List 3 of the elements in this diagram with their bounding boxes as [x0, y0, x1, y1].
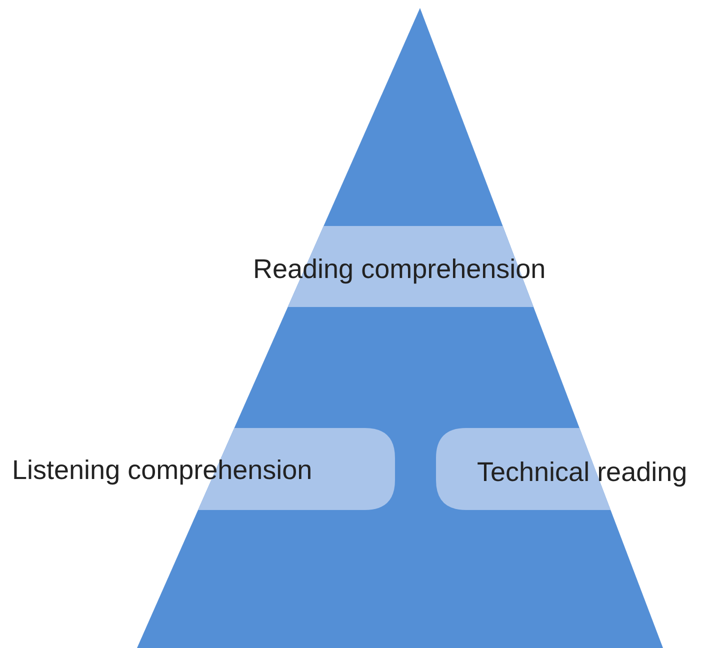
- band-label: Listening comprehension: [12, 454, 312, 486]
- band-label: Reading comprehension: [253, 253, 546, 285]
- band-label: Technical reading: [477, 456, 688, 488]
